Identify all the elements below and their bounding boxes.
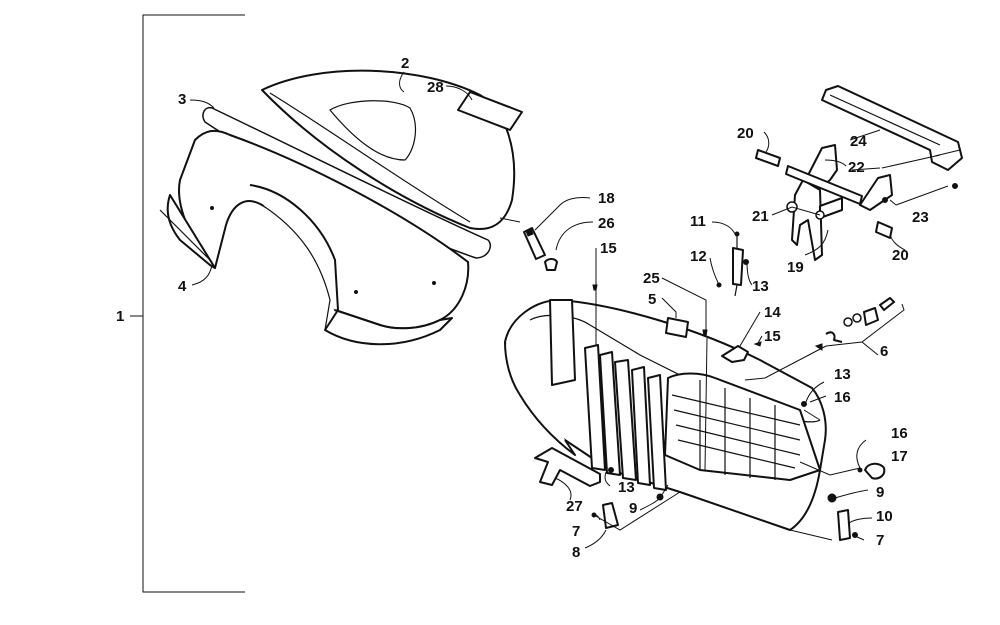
assembly-bracket [130, 14, 245, 593]
knob [857, 462, 886, 480]
seal-strip [202, 106, 492, 259]
pivot-pin [755, 149, 893, 239]
callout-10: 10 [876, 508, 893, 525]
callout-8: 8 [572, 544, 580, 561]
callout-16-upper: 16 [834, 389, 851, 406]
callout-4: 4 [178, 278, 187, 295]
callout-12: 12 [690, 248, 707, 265]
callout-2: 2 [401, 55, 409, 72]
decal [665, 317, 689, 338]
strut-bracket [721, 345, 749, 363]
callout-labels: 1 2 28 3 4 18 26 15 25 5 11 12 13 14 15 … [116, 55, 929, 561]
callout-28: 28 [427, 79, 444, 96]
cargo-box-lid [261, 69, 516, 230]
callout-22: 22 [848, 159, 865, 176]
leader-lines [189, 71, 961, 549]
callout-7-right: 7 [876, 532, 884, 549]
callout-5: 5 [648, 291, 656, 308]
callout-25: 25 [643, 270, 660, 287]
hinge-bracket [785, 144, 893, 261]
handle [523, 227, 546, 260]
latch-assembly [825, 297, 895, 343]
mounting-plate [821, 85, 963, 171]
callout-3: 3 [178, 91, 186, 108]
callout-7-left: 7 [572, 523, 580, 540]
callout-11: 11 [690, 213, 706, 230]
callout-19: 19 [787, 259, 804, 276]
callout-13-bottom: 13 [618, 479, 635, 496]
callout-9-right: 9 [876, 484, 884, 501]
callout-14: 14 [764, 304, 781, 321]
front-bracket [837, 509, 851, 541]
callout-6: 6 [880, 343, 888, 360]
callout-13-right: 13 [834, 366, 851, 383]
cargo-box-liner [159, 129, 470, 346]
callout-17: 17 [891, 448, 908, 465]
callout-23: 23 [912, 209, 929, 226]
callout-15-top: 15 [600, 240, 617, 257]
screw-set [591, 284, 858, 538]
callout-9-left: 9 [629, 500, 637, 517]
nut-set [882, 183, 958, 203]
callout-24: 24 [850, 133, 867, 150]
callout-20-bottom: 20 [892, 247, 909, 264]
callout-15-side: 15 [764, 328, 781, 345]
callout-18: 18 [598, 190, 615, 207]
callout-21: 21 [752, 208, 769, 225]
bumper [544, 258, 558, 271]
callout-16-lower: 16 [891, 425, 908, 442]
callout-27: 27 [566, 498, 583, 515]
label-decal [457, 91, 523, 131]
gas-strut [716, 231, 749, 297]
callout-20-top: 20 [737, 125, 754, 142]
callout-1: 1 [116, 308, 124, 325]
callout-26: 26 [598, 215, 615, 232]
callout-13-strut: 13 [752, 278, 769, 295]
small-bracket [602, 502, 619, 529]
mounting-bracket-rear [534, 447, 601, 487]
